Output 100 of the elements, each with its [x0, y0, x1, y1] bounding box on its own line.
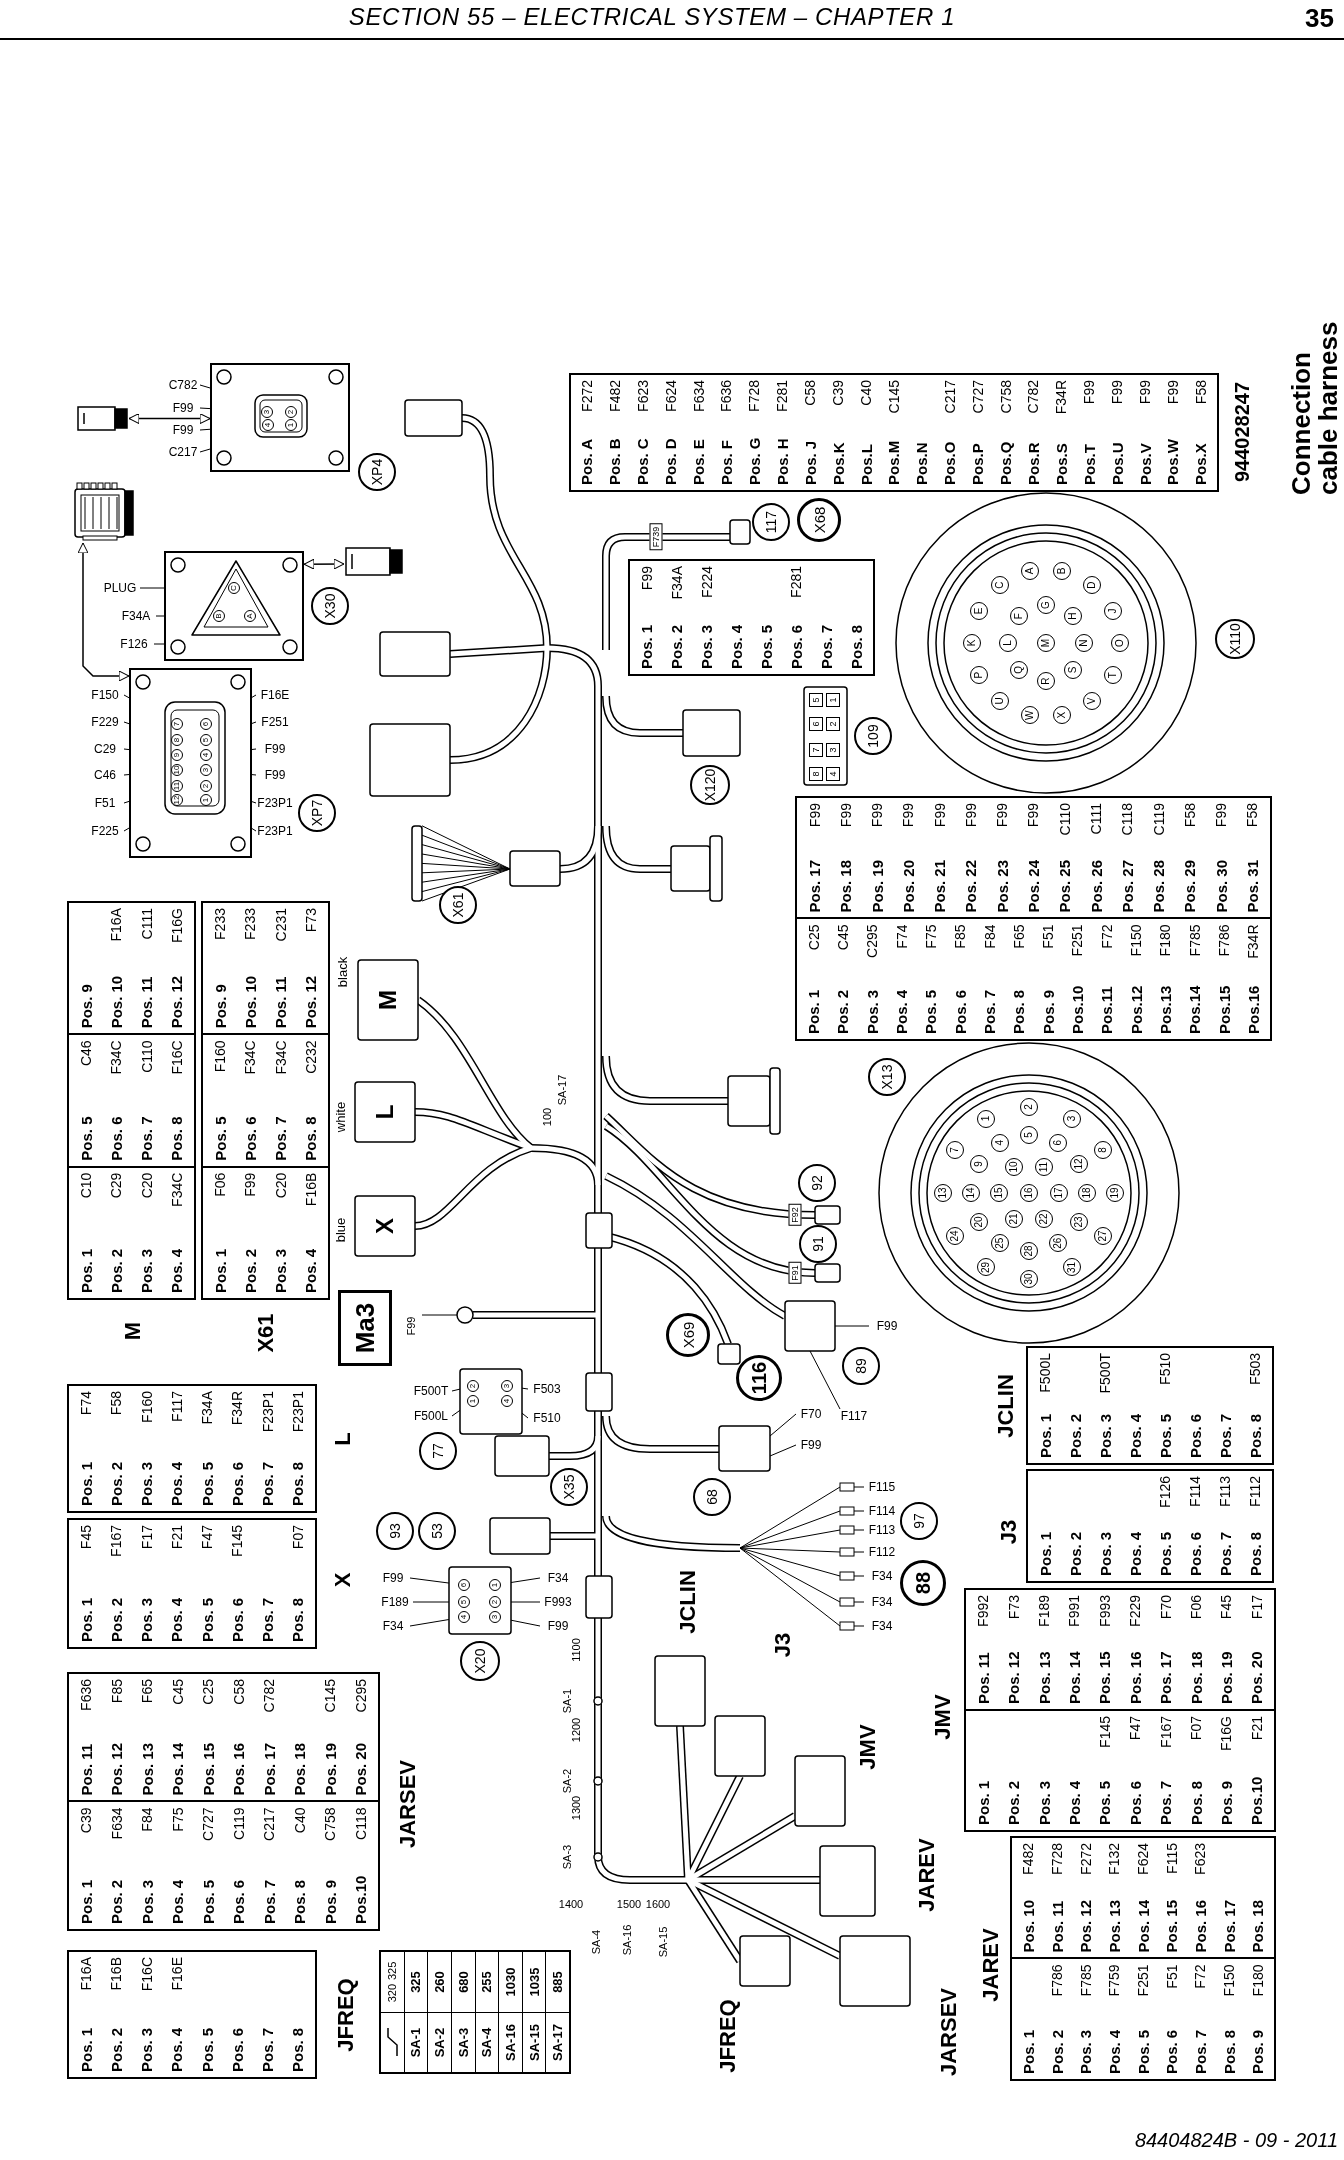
position-label: Pos. 10 [108, 975, 124, 1029]
position-label: Pos. 27 [1119, 859, 1135, 913]
pin-number: X [1053, 706, 1072, 725]
table-heading: JFREQ [335, 1978, 357, 2052]
wire-code: F503 [1248, 1353, 1262, 1385]
wire-code: F75 [923, 924, 938, 949]
connector-name: JARSEV [938, 1988, 960, 2076]
pin-number: 15 [990, 1184, 1008, 1202]
position-label: Pos. 12 [1006, 1651, 1022, 1704]
position-label: Pos.10 [353, 1875, 369, 1924]
wire-code: C758 [323, 1807, 338, 1841]
wire-code: F728 [1050, 1843, 1064, 1875]
wire-code: C25 [201, 1679, 216, 1705]
wire-code: F167 [109, 1525, 124, 1557]
position-label: Pos. 7 [260, 2027, 276, 2072]
wire-code: F99 [901, 803, 916, 828]
position-label: Pos. 5 [200, 1879, 216, 1924]
wire-code: C58 [803, 380, 818, 406]
wire-code: F482 [607, 380, 622, 412]
position-label: Pos. 30 [1213, 859, 1229, 913]
position-label: Pos. 2 [109, 1879, 125, 1924]
position-label: Pos. 3 [1078, 2029, 1094, 2074]
position-label: Pos. 8 [848, 624, 864, 669]
splice-label: SA-16 [621, 1924, 633, 1956]
wire-code: C46 [94, 769, 116, 781]
position-label: Pos. 2 [1067, 1413, 1083, 1458]
wire-code: F132 [1107, 1843, 1122, 1875]
pin-number: 3 [1063, 1109, 1081, 1128]
wire-code: F229 [1128, 1595, 1143, 1627]
wire-code: C40 [292, 1807, 307, 1834]
wire-code: F99 [963, 803, 978, 828]
position-label: Pos. 7 [1217, 1531, 1233, 1576]
position-label: Pos. E [691, 439, 707, 485]
wire-code: C727 [970, 380, 985, 414]
callout-label: 88 [913, 1571, 933, 1595]
position-label: Pos. 2 [1006, 1780, 1022, 1825]
dimension-label: 1100 [570, 1638, 582, 1662]
double-arrow [128, 413, 211, 425]
wire-code: F34R [230, 1391, 245, 1426]
callout-label: 116 [749, 1361, 769, 1395]
position-label: Pos.T [1081, 444, 1097, 485]
pin-number: 7 [809, 743, 823, 757]
wire-code: C20 [273, 1172, 288, 1199]
wire-code: C217 [262, 1807, 277, 1841]
position-label: Pos.11 [1099, 986, 1115, 1034]
table-heading: L [332, 1432, 354, 1446]
pin-number: 10 [1005, 1158, 1023, 1177]
wire-code: F34C [169, 1172, 184, 1207]
splice-label: SA-15 [527, 2024, 541, 2061]
position-label: Pos. 1 [806, 989, 822, 1034]
position-label: Pos.U [1109, 442, 1125, 485]
wire-code: F72 [1193, 1964, 1208, 1989]
position-label: Pos. 18 [838, 859, 854, 913]
position-label: Pos.S [1053, 443, 1069, 485]
position-label: Pos. 6 [229, 2027, 245, 2072]
wire-code: F07 [290, 1525, 305, 1550]
wire-code: F99 [995, 803, 1010, 828]
position-label: Pos. G [746, 437, 762, 485]
position-label: Pos. 25 [1057, 859, 1073, 913]
wire-code: F224 [699, 566, 714, 598]
dimension-label: 680 [456, 1971, 470, 1993]
wire-code: F272 [579, 380, 594, 412]
position-label: Pos. 3 [139, 1461, 155, 1506]
pin-number: C [990, 576, 1009, 595]
position-label: Pos. 5 [78, 1116, 94, 1161]
position-label: Pos. 5 [1097, 1780, 1113, 1825]
position-label: Pos. 7 [260, 1597, 276, 1642]
wire-code: F785 [1078, 1964, 1093, 1997]
pin-number: H [1063, 607, 1082, 626]
position-label: Pos. 6 [108, 1116, 124, 1161]
wire-code: F23P1 [260, 1391, 275, 1433]
wire-code: F786 [1050, 1964, 1064, 1997]
position-label: Pos. 6 [952, 989, 968, 1034]
wire-code: F58 [1182, 803, 1197, 828]
wire-code: F112 [1248, 1476, 1262, 1507]
position-label: Pos. 8 [290, 1597, 306, 1642]
position-label: Pos. J [802, 440, 818, 485]
wire-code: F634 [691, 380, 706, 412]
wire-code: F74 [79, 1391, 94, 1416]
pin-number: 28 [1020, 1242, 1038, 1260]
callout-label: 53 [430, 1523, 444, 1539]
position-label: Pos. 9 [1218, 1780, 1234, 1825]
callout-label: 117 [764, 510, 778, 534]
pin-number: A [1020, 561, 1039, 580]
pin-number: 23 [1070, 1213, 1089, 1231]
wire-code: C295 [353, 1679, 368, 1713]
position-label: Pos. C [635, 438, 651, 485]
callout-label: X61 [451, 892, 465, 918]
position-label: Pos. 1 [975, 1780, 991, 1825]
position-label: Pos.16 [1245, 985, 1261, 1034]
pin-number: 1 [826, 693, 840, 707]
table-heading: M [122, 1321, 144, 1341]
position-label: Pos. 26 [1088, 859, 1104, 913]
sleeve-note: white [333, 1101, 347, 1133]
position-label: Pos.W [1165, 439, 1181, 485]
wire-code: F99 [932, 803, 947, 828]
position-label: Pos. 5 [1135, 2029, 1151, 2074]
position-label: Pos. 20 [1249, 1651, 1265, 1704]
wire-code: C29 [109, 1172, 124, 1199]
position-label: Pos. 6 [788, 624, 804, 669]
